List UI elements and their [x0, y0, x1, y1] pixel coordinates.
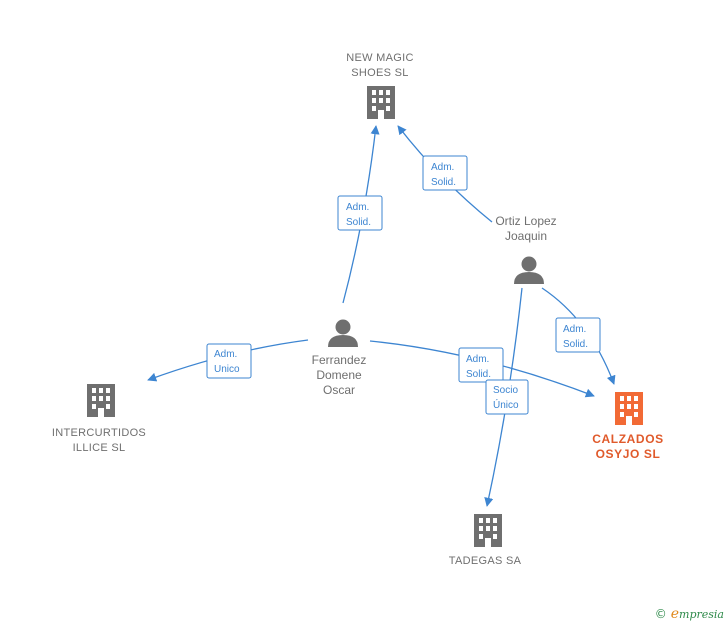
node-tadegas[interactable]: TADEGAS SA: [449, 514, 522, 567]
edge-label-line: Adm.: [346, 202, 369, 213]
node-label: SHOES SL: [351, 67, 408, 79]
edge-ferrandez-calzados: Adm. Solid.: [369, 340, 595, 398]
node-label: Ferrandez: [312, 353, 367, 367]
building-icon: [474, 514, 502, 547]
brand-initial: e: [670, 606, 680, 622]
node-label: Joaquin: [505, 229, 547, 243]
building-icon: [615, 392, 643, 425]
node-label: OSYJO SL: [596, 447, 661, 461]
node-label: TADEGAS SA: [449, 555, 522, 567]
edge-label-line: Único: [493, 398, 519, 411]
edge-ortiz-newmagic: Adm. Solid.: [397, 125, 493, 223]
edge-label-line: Adm.: [431, 162, 454, 173]
node-ferrandez-domene-oscar[interactable]: Ferrandez Domene Oscar: [312, 319, 367, 398]
brand-name: mpresia: [679, 608, 724, 621]
building-icon: [87, 384, 115, 417]
person-icon: [328, 319, 358, 347]
edge-label-line: Solid.: [563, 339, 588, 350]
node-label: Ortiz Lopez: [495, 214, 556, 228]
node-label: Oscar: [323, 383, 355, 397]
edge-label-line: Adm.: [214, 349, 237, 360]
edge-ortiz-calzados: Adm. Solid.: [541, 287, 616, 385]
edge-label-line: Solid.: [466, 369, 491, 380]
node-intercurtidos-illice[interactable]: INTERCURTIDOS ILLICE SL: [52, 384, 146, 454]
node-ortiz-lopez-joaquin[interactable]: Ortiz Lopez Joaquin: [495, 214, 557, 284]
edge-label-line: Solid.: [431, 177, 456, 188]
edge-ferrandez-intercurtidos: Adm. Unico: [147, 339, 309, 382]
node-label: CALZADOS: [592, 432, 663, 446]
building-icon: [367, 86, 395, 119]
edge-label-line: Socio: [493, 385, 518, 396]
node-label: Domene: [316, 368, 362, 382]
node-label: ILLICE SL: [73, 442, 126, 454]
node-new-magic-shoes[interactable]: NEW MAGIC SHOES SL: [346, 52, 413, 119]
node-label: NEW MAGIC: [346, 52, 413, 64]
edge-ferrandez-newmagic: Adm. Solid.: [337, 125, 383, 304]
brand-footer: ©empresia: [655, 606, 724, 622]
edge-label-line: Solid.: [346, 217, 371, 228]
node-label: INTERCURTIDOS: [52, 427, 146, 439]
edge-label-line: Unico: [214, 364, 240, 375]
edge-label-line: Adm.: [466, 354, 489, 365]
edge-label-line: Adm.: [563, 324, 586, 335]
node-calzados-osyjo[interactable]: CALZADOS OSYJO SL: [592, 392, 663, 461]
edge-ortiz-tadegas: Socio Único: [484, 287, 529, 507]
person-icon: [514, 256, 544, 284]
copyright-symbol: ©: [654, 607, 667, 621]
